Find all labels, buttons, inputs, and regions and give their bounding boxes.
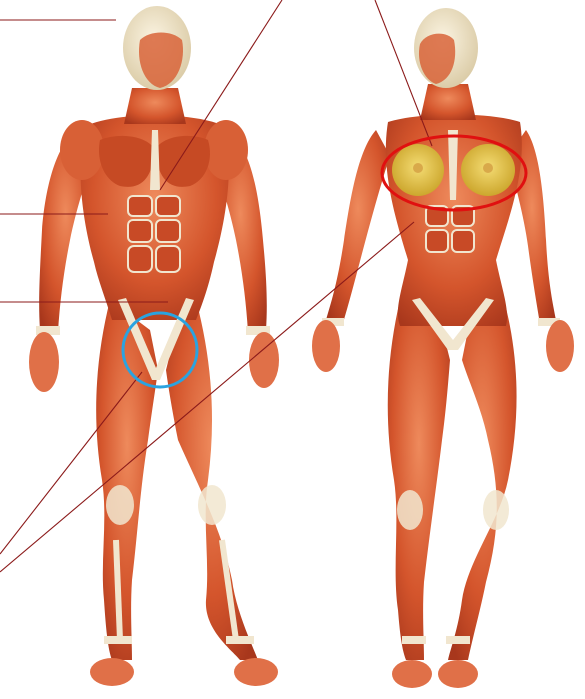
female-left-knee	[397, 490, 423, 530]
female-left-nipple	[413, 163, 423, 173]
male-muscle-figure	[29, 6, 279, 686]
female-left-hand	[312, 320, 340, 372]
female-muscle-figure	[312, 8, 574, 688]
male-right-deltoid	[204, 120, 248, 180]
female-right-leg	[448, 300, 517, 660]
female-left-foot	[392, 660, 432, 688]
female-right-hand	[546, 320, 574, 372]
male-left-ankle-band	[104, 636, 132, 644]
male-left-shin-tendon	[116, 540, 120, 640]
female-left-leg	[388, 300, 450, 660]
male-left-deltoid	[60, 120, 104, 180]
male-right-knee	[198, 485, 226, 525]
male-left-foot	[90, 658, 134, 686]
male-left-hand	[29, 332, 59, 392]
female-right-foot	[438, 660, 478, 688]
female-right-nipple	[483, 163, 493, 173]
female-right-ankle-band	[446, 636, 470, 644]
female-neck	[420, 84, 476, 120]
male-right-leg	[166, 300, 258, 660]
male-neck	[124, 88, 186, 124]
female-left-arm	[326, 130, 390, 326]
male-right-ankle-band	[226, 636, 254, 644]
male-left-knee	[106, 485, 134, 525]
female-right-knee	[483, 490, 509, 530]
female-left-ankle-band	[402, 636, 426, 644]
male-right-foot	[234, 658, 278, 686]
